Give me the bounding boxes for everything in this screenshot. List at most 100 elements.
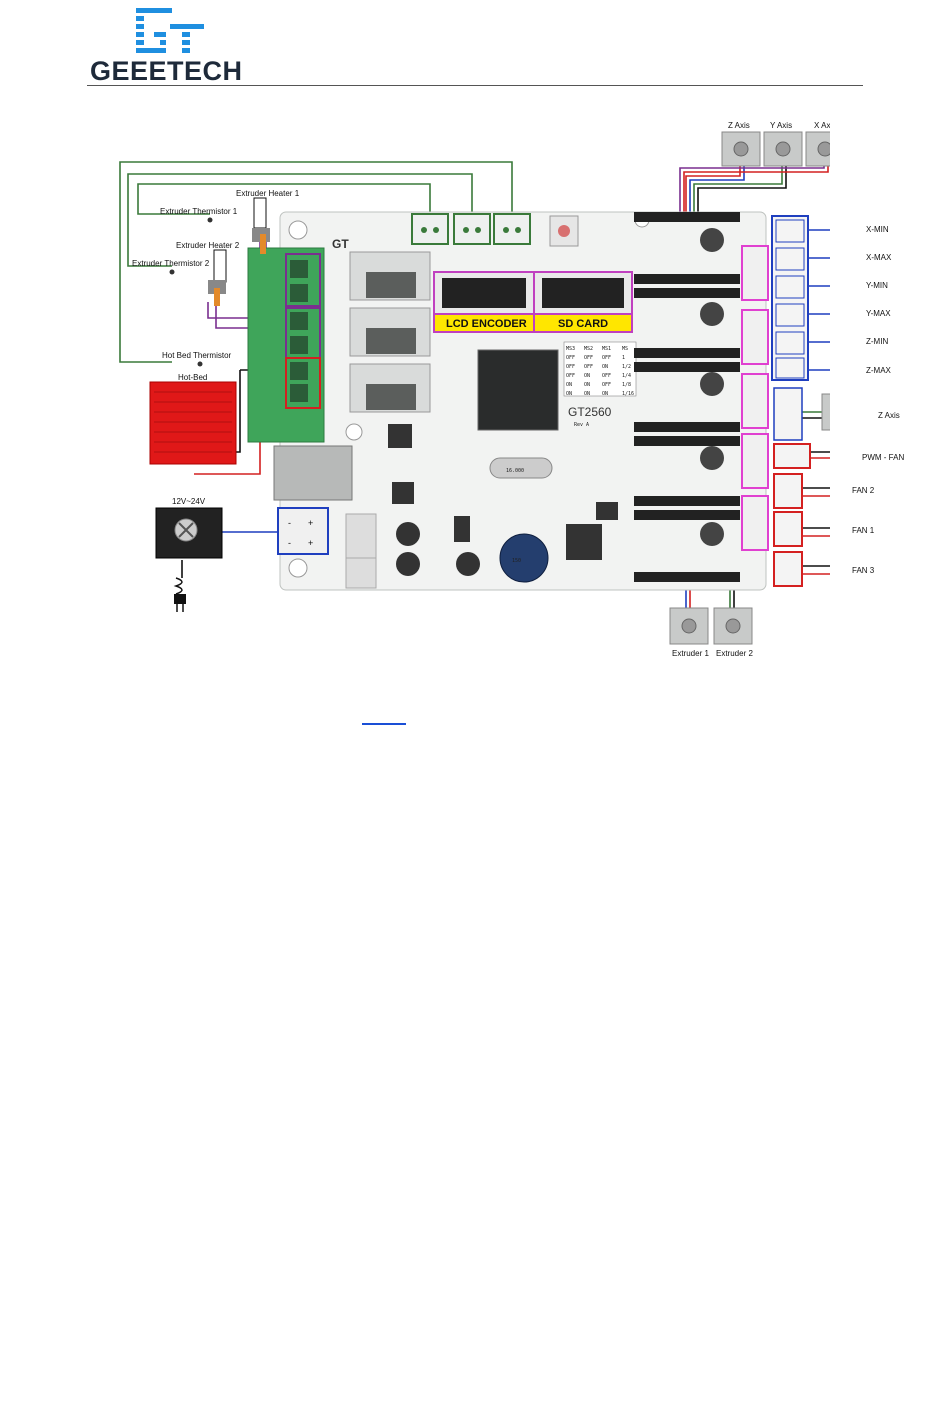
svg-text:1/2: 1/2	[622, 364, 631, 370]
svg-text:OFF: OFF	[602, 355, 611, 361]
logo-mark-text: GT	[90, 6, 101, 8]
endstop-connectors	[771, 215, 809, 381]
capacitors	[396, 228, 724, 576]
stepper-motor-extruder-2	[713, 607, 753, 645]
ic-small-4	[596, 502, 618, 520]
svg-text:MS1: MS1	[602, 346, 611, 352]
svg-text:MS3: MS3	[566, 346, 575, 352]
svg-text:ON: ON	[584, 382, 590, 388]
svg-text:1/16: 1/16	[622, 391, 634, 397]
fuse-2	[345, 557, 377, 589]
wire-bundle-fans	[800, 451, 830, 575]
mosfet-heatsinks	[349, 251, 431, 413]
power-supply	[155, 507, 223, 559]
extruder-heater-2	[208, 249, 227, 306]
extruder-thermistor-1-label: Extruder Thermistor 1	[160, 207, 238, 216]
endstop-label-y-min: Y-MIN	[866, 281, 888, 290]
lcd-encoder-label: LCD ENCODER	[446, 318, 527, 330]
svg-text:1/8: 1/8	[622, 382, 631, 388]
brand-name: GEEETECH	[90, 56, 243, 86]
inductor-label: 150	[512, 558, 521, 564]
sd-card-label: SD CARD	[558, 318, 608, 330]
svg-text:ON: ON	[566, 391, 572, 397]
crystal	[489, 457, 553, 479]
z-axis-right-connector	[773, 387, 803, 441]
power-supply-label: 12V~24V	[172, 497, 206, 506]
microstep-table: MS3 MS2 MS1 MS OFF OFF OFF 1 OFF OFF ON …	[563, 341, 637, 397]
lcd-sd-headers	[433, 271, 633, 333]
extruder-heater-1-label: Extruder Heater 1	[236, 189, 300, 198]
stepper-driver-headers	[634, 212, 740, 582]
svg-text:OFF: OFF	[566, 373, 575, 379]
fan-connectors	[773, 443, 811, 587]
endstop-label-y-max: Y-MAX	[866, 309, 891, 318]
svg-text:OFF: OFF	[566, 364, 575, 370]
mcu-chip	[477, 349, 559, 431]
ic-small-2	[392, 482, 414, 504]
power-plug-icon	[173, 577, 186, 612]
wiring-diagram: GT	[119, 121, 830, 645]
motor-connectors	[741, 245, 769, 551]
svg-text:1: 1	[622, 355, 625, 361]
stepper-motor-y	[763, 131, 803, 167]
power-terminal-plus-2: +	[308, 538, 313, 548]
svg-text:1/4: 1/4	[622, 373, 631, 379]
hotbed-terminal-highlight	[285, 357, 321, 409]
fuse-1	[345, 513, 377, 559]
header-divider	[87, 85, 863, 86]
wire-hotbed-thermistor	[119, 161, 513, 363]
svg-text:MS: MS	[622, 346, 628, 352]
endstop-label-x-min: X-MIN	[866, 225, 889, 234]
svg-text:OFF: OFF	[566, 355, 575, 361]
power-terminal-minus-1: -	[288, 518, 291, 528]
stepper-motor-z-top	[721, 131, 761, 167]
extruder-heater-2-label: Extruder Heater 2	[176, 241, 240, 250]
gt-logo-icon: GT	[90, 0, 204, 53]
thermistor-2-icon	[169, 269, 175, 275]
endstop-label-x-max: X-MAX	[866, 253, 892, 262]
crystal-label: 16.000	[506, 468, 524, 474]
y-axis-label: Y Axis	[770, 121, 792, 130]
power-terminal-minus-2: -	[288, 538, 291, 548]
hyperlink-underline[interactable]	[362, 723, 406, 725]
hot-bed	[149, 381, 237, 465]
reset-button-cap	[558, 225, 570, 237]
stepper-motor-extruder-1	[669, 607, 709, 645]
thermistor-connectors	[411, 213, 531, 245]
fan-3-label: FAN 3	[852, 566, 875, 575]
fan-2-label: FAN 2	[852, 486, 875, 495]
x-axis-label: X Axis	[814, 121, 830, 130]
wire-thermistor-2	[127, 173, 473, 267]
endstop-label-z-min: Z-MIN	[866, 337, 888, 346]
extruder-thermistor-2-label: Extruder Thermistor 2	[132, 259, 210, 268]
reset-button	[549, 215, 579, 247]
board-name: GT2560	[568, 405, 612, 419]
thermistor-1-icon	[207, 217, 213, 223]
fan-1-label: FAN 1	[852, 526, 875, 535]
extruder-heater-1	[252, 197, 270, 254]
hot-bed-thermistor-label: Hot Bed Thermistor	[162, 351, 232, 360]
svg-text:OFF: OFF	[602, 373, 611, 379]
stepper-motor-x	[805, 131, 830, 167]
board-logo-mark: GT	[332, 237, 349, 251]
hot-bed-label: Hot-Bed	[178, 373, 207, 382]
geeetech-logo: GT GEEETECH	[90, 0, 260, 86]
heater-1-terminal-highlight	[285, 253, 321, 307]
usb-port	[273, 445, 353, 501]
board-rev: Rev A	[574, 422, 589, 428]
z-axis-right-label: Z Axis	[878, 411, 900, 420]
svg-text:OFF: OFF	[584, 364, 593, 370]
svg-text:ON: ON	[602, 391, 608, 397]
svg-text:OFF: OFF	[584, 355, 593, 361]
power-terminal-plus-1: +	[308, 518, 313, 528]
svg-text:ON: ON	[584, 391, 590, 397]
ic-small-3	[454, 516, 470, 542]
endstop-label-z-max: Z-MAX	[866, 366, 892, 375]
controller-board: GT	[247, 211, 811, 591]
wire-thermistor-1	[137, 183, 431, 216]
inductor	[499, 533, 549, 583]
z-axis-top-label: Z Axis	[728, 121, 750, 130]
svg-text:MS2: MS2	[584, 346, 593, 352]
svg-text:OFF: OFF	[602, 382, 611, 388]
power-terminal	[277, 507, 329, 555]
